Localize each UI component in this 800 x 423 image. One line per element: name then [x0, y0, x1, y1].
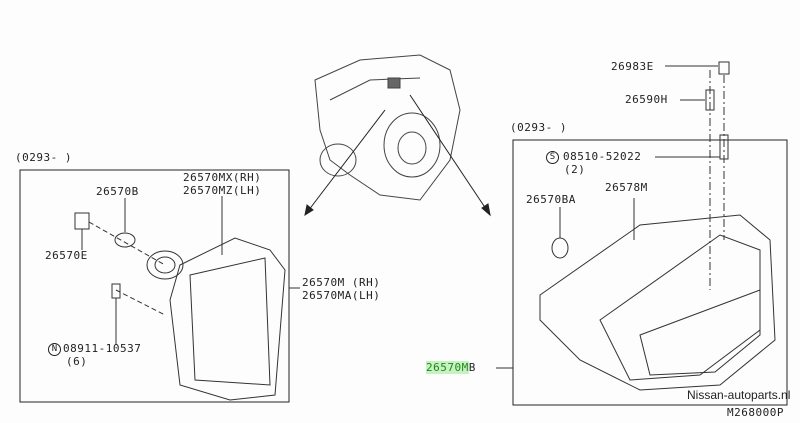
part-suffix: B	[468, 361, 476, 374]
left-lamp-assembly	[74, 196, 300, 401]
screw-symbol-icon: S	[546, 151, 559, 164]
part-label-08911-10537[interactable]: 08911-10537	[63, 342, 142, 355]
nut-symbol-icon: N	[48, 343, 61, 356]
vehicle-sketch	[314, 54, 461, 201]
part-label-26570BA[interactable]: 26570BA	[526, 193, 576, 206]
left-panel-frame	[19, 169, 290, 403]
watermark: Nissan-autoparts.nl	[687, 388, 791, 402]
right-panel-frame	[512, 139, 788, 406]
highlighted-part-number: 26570M	[426, 361, 469, 374]
screw-quantity: (2)	[564, 163, 586, 176]
callout-arrows	[304, 94, 491, 217]
bolt-quantity: (6)	[66, 355, 88, 368]
right-date-range: (0293- )	[510, 121, 567, 134]
part-label-26570E[interactable]: 26570E	[45, 249, 88, 262]
part-label-26590H[interactable]: 26590H	[625, 93, 668, 106]
right-lamp-assembly	[496, 61, 776, 391]
part-label-26570MZ[interactable]: 26570MZ(LH)	[183, 184, 262, 197]
part-label-26983E[interactable]: 26983E	[611, 60, 654, 73]
diagram-code: M268000P	[727, 406, 784, 419]
part-label-26570MX[interactable]: 26570MX(RH)	[183, 171, 262, 184]
part-label-08510-52022[interactable]: 08510-52022	[563, 150, 642, 163]
part-label-26578M[interactable]: 26578M	[605, 181, 648, 194]
left-date-range: (0293- )	[15, 151, 72, 164]
part-label-26570MB[interactable]: 26570MB	[426, 361, 476, 374]
part-label-26570MA[interactable]: 26570MA(LH)	[302, 289, 381, 302]
part-label-26570B[interactable]: 26570B	[96, 185, 139, 198]
part-label-26570M[interactable]: 26570M (RH)	[302, 276, 381, 289]
